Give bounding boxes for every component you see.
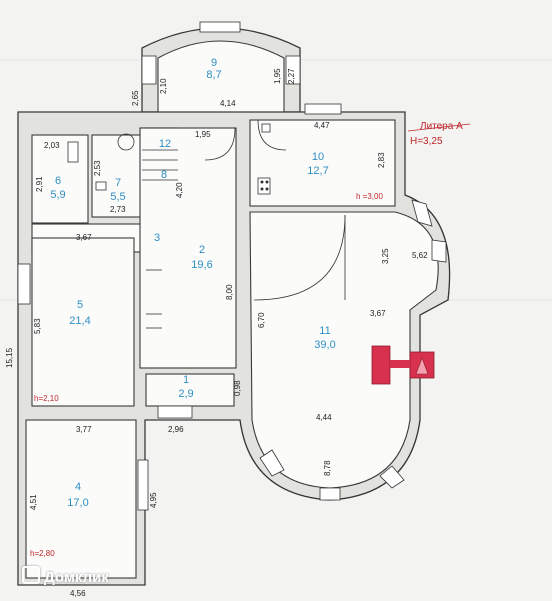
door-arc-12 [204,127,236,161]
room-12-number: 12 [159,138,171,150]
room-7 [91,134,143,218]
curved-window-right-2 [431,239,447,263]
room-10 [249,119,396,207]
room-5-area: 21,4 [69,315,90,327]
liter-height: H=3,25 [410,136,443,147]
dim-291: 2,91 [35,176,44,192]
dim-414: 4,14 [220,99,236,108]
room-6-number: 6 [55,175,61,187]
room-2-area: 19,6 [191,259,212,271]
window-left-4 [137,459,149,511]
room-6 [31,134,89,224]
room-5-number: 5 [77,299,83,311]
watermark-logo-icon [22,566,40,584]
room-4-area: 17,0 [67,497,88,509]
dim-265: 2,65 [131,90,140,106]
room-7-area: 5,5 [110,191,125,203]
room-9-number: 9 [211,57,217,69]
dim-367b: 3,67 [370,309,386,318]
dim-562: 5,62 [412,251,428,260]
room-1-number: 1 [183,374,189,386]
room-9-area: 8,7 [206,69,221,81]
bay-window-right [285,55,301,85]
wall-socket-icon [261,123,271,133]
room-4-number: 4 [75,481,81,493]
dim-325: 3,25 [381,248,390,264]
window-bottom-1 [157,405,193,419]
room-6-area: 5,9 [50,189,65,201]
room-1 [145,373,235,407]
bay-window-top [199,21,241,33]
room-7-number: 7 [115,177,121,189]
height-room-4: h=2,80 [30,549,55,558]
window-left-5 [17,263,31,305]
stair-circle-icon [117,133,135,151]
window-top-10 [304,103,342,115]
curved-window-bottom-1 [259,449,285,477]
dim-195-bay: 1,95 [273,68,282,84]
dim-1515: 15,15 [5,347,14,368]
room-8-number: 8 [161,169,167,181]
dim-273: 2,73 [110,205,126,214]
dim-420: 4,20 [175,182,184,198]
height-room-10: h =3,00 [356,192,383,201]
dim-878: 8,78 [323,460,332,476]
stove-icon [257,177,271,195]
bay-window-left [141,55,157,85]
dim-456: 4,56 [70,589,86,598]
door-arc-10 [257,119,287,151]
room-9 [157,40,285,113]
dim-253: 2,53 [93,160,102,176]
dim-296: 2,96 [168,425,184,434]
dim-670: 6,70 [257,312,266,328]
room-3-number: 3 [154,232,160,244]
dim-583: 5,83 [33,318,42,334]
curved-window-bottom-2 [319,487,341,501]
dim-098: 0,98 [233,380,242,396]
fireplace [371,345,391,385]
watermark-text: Домклик [44,569,109,586]
dim-447: 4,47 [314,121,330,130]
watermark: Домклик [22,566,109,586]
door-arc-11 [253,214,346,301]
dim-227: 2,27 [287,68,296,84]
curved-window-right [411,199,433,227]
dim-451: 4,51 [29,494,38,510]
dim-367a: 3,67 [76,233,92,242]
dim-377: 3,77 [76,425,92,434]
boiler-icon [67,141,79,163]
room-2-number: 2 [199,244,205,256]
sink-icon [95,181,107,191]
room-10-area: 12,7 [307,165,328,177]
height-room-5: h=2,10 [34,394,59,403]
room-4 [25,419,137,579]
dim-495: 4,95 [149,492,158,508]
room-2 [139,127,237,369]
dim-195: 1,95 [195,130,211,139]
room-11-area: 39,0 [314,339,335,351]
room-10-number: 10 [312,151,324,163]
liter-label: Литера А [420,121,463,132]
dim-210: 2,10 [159,78,168,94]
dim-444: 4,44 [316,413,332,422]
dim-800: 8,00 [225,284,234,300]
dim-283: 2,83 [377,152,386,168]
room-5 [31,237,135,407]
room-1-area: 2,9 [178,388,193,400]
dim-203: 2,03 [44,141,60,150]
curved-window-bottom-3 [379,465,405,489]
room-11-number: 11 [319,325,330,337]
